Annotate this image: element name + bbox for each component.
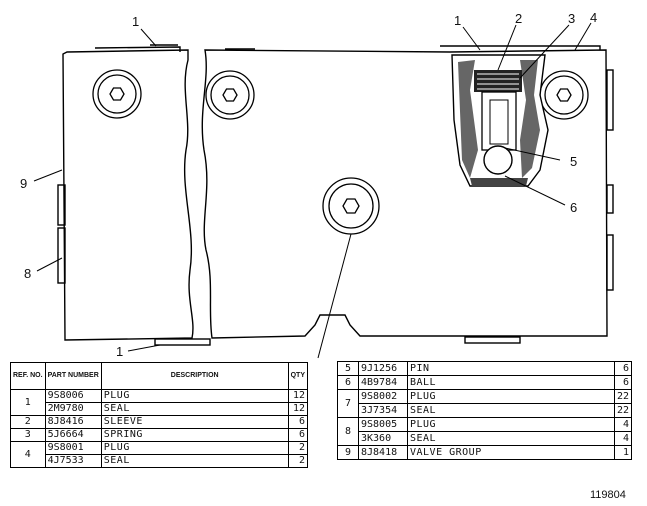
- table-row: 6 4B9784 BALL 6: [337, 375, 633, 390]
- quantity: 2: [287, 441, 309, 455]
- callout-2: 2: [515, 11, 523, 26]
- part-number: 4B9784: [358, 375, 408, 390]
- description: BALL: [407, 375, 615, 390]
- description: VALVE GROUP: [407, 445, 615, 460]
- plug-top-middle: [205, 70, 255, 120]
- ref-no: 8: [337, 417, 359, 446]
- description: SLEEVE: [100, 415, 289, 429]
- ref-no: 7: [337, 389, 359, 418]
- callout-1-top-right: 1: [454, 13, 462, 28]
- callout-9: 9: [20, 176, 28, 191]
- quantity: 6: [613, 375, 633, 390]
- quantity: 6: [287, 428, 309, 442]
- table-row: 5 9J1256 PIN 6: [337, 361, 633, 376]
- part-number: 2M9780: [44, 402, 102, 416]
- part-number: 4J7533: [44, 454, 102, 468]
- header-qty: QTY: [287, 362, 309, 390]
- quantity: 12: [287, 402, 309, 416]
- table-row: 3J7354 SEAL 22: [338, 403, 633, 418]
- ref-no: 3: [10, 428, 46, 442]
- part-number: 9S8001: [44, 441, 102, 455]
- table-row: 3 5J6664 SPRING 6: [10, 428, 309, 442]
- parts-table-left: REF. NO. PART NUMBER DESCRIPTION QTY 1 9…: [10, 362, 309, 468]
- quantity: 1: [613, 445, 633, 460]
- ref-no: 5: [337, 361, 359, 376]
- figure-number: 119804: [590, 489, 626, 501]
- plug-top-right: [539, 70, 589, 120]
- quantity: 2: [287, 454, 309, 468]
- table-row: 2 8J8416 SLEEVE 6: [10, 415, 309, 429]
- description: PIN: [407, 361, 615, 376]
- description: SEAL: [100, 402, 289, 416]
- header-part-number: PART NUMBER: [44, 362, 102, 390]
- quantity: 6: [613, 361, 633, 376]
- table-row: 1 9S8006 PLUG 12: [10, 389, 309, 416]
- quantity: 22: [613, 389, 633, 404]
- callout-1-bottom: 1: [116, 344, 124, 359]
- description: PLUG: [407, 417, 615, 432]
- parts-table-right: 5 9J1256 PIN 6 6 4B9784 BALL 6 7 9S8002 …: [337, 361, 633, 460]
- table-row: 9 8J8418 VALVE GROUP 1: [337, 445, 633, 460]
- callout-5: 5: [570, 154, 578, 169]
- ref-no: 6: [337, 375, 359, 390]
- section-cutaway: [451, 54, 549, 187]
- part-number: 9J1256: [358, 361, 408, 376]
- callout-3: 3: [568, 11, 576, 26]
- description: SEAL: [407, 431, 615, 446]
- table-row: 8 9S8005 PLUG 4: [337, 417, 633, 446]
- callout-8: 8: [24, 266, 32, 281]
- table-row: 2M9780 SEAL 12: [11, 402, 309, 416]
- ref-no: 1: [10, 389, 46, 416]
- quantity: 4: [613, 431, 633, 446]
- callout-4: 4: [590, 10, 598, 25]
- quantity: 12: [287, 389, 309, 403]
- table-header-row: REF. NO. PART NUMBER DESCRIPTION QTY: [10, 362, 309, 390]
- callout-6: 6: [570, 200, 578, 215]
- description: SPRING: [100, 428, 289, 442]
- part-number: 5J6664: [44, 428, 102, 442]
- plug-top-left: [92, 69, 142, 119]
- part-number: 9S8005: [358, 417, 408, 432]
- ref-no: 9: [337, 445, 359, 460]
- part-number: 9S8002: [358, 389, 408, 404]
- part-number: 8J8416: [44, 415, 102, 429]
- header-ref-no: REF. NO.: [10, 362, 46, 390]
- ref-no: 2: [10, 415, 46, 429]
- callout-1-top-left: 1: [132, 14, 140, 29]
- description: SEAL: [100, 454, 289, 468]
- description: SEAL: [407, 403, 615, 418]
- quantity: 22: [613, 403, 633, 418]
- part-number: 8J8418: [358, 445, 408, 460]
- valve-body-right: [201, 49, 608, 339]
- part-number: 9S8006: [44, 389, 102, 403]
- description: PLUG: [407, 389, 615, 404]
- ref-no: 4: [10, 441, 46, 468]
- quantity: 6: [287, 415, 309, 429]
- plug-center: [322, 177, 380, 235]
- table-row: 4 9S8001 PLUG 2: [10, 441, 309, 468]
- quantity: 4: [613, 417, 633, 432]
- part-number: 3J7354: [358, 403, 408, 418]
- description: PLUG: [100, 389, 289, 403]
- header-description: DESCRIPTION: [100, 362, 289, 390]
- table-row: 3K360 SEAL 4: [338, 431, 633, 446]
- table-row: 7 9S8002 PLUG 22: [337, 389, 633, 418]
- part-number: 3K360: [358, 431, 408, 446]
- description: PLUG: [100, 441, 289, 455]
- valve-body-left: [62, 49, 194, 341]
- table-row: 4J7533 SEAL 2: [11, 454, 309, 468]
